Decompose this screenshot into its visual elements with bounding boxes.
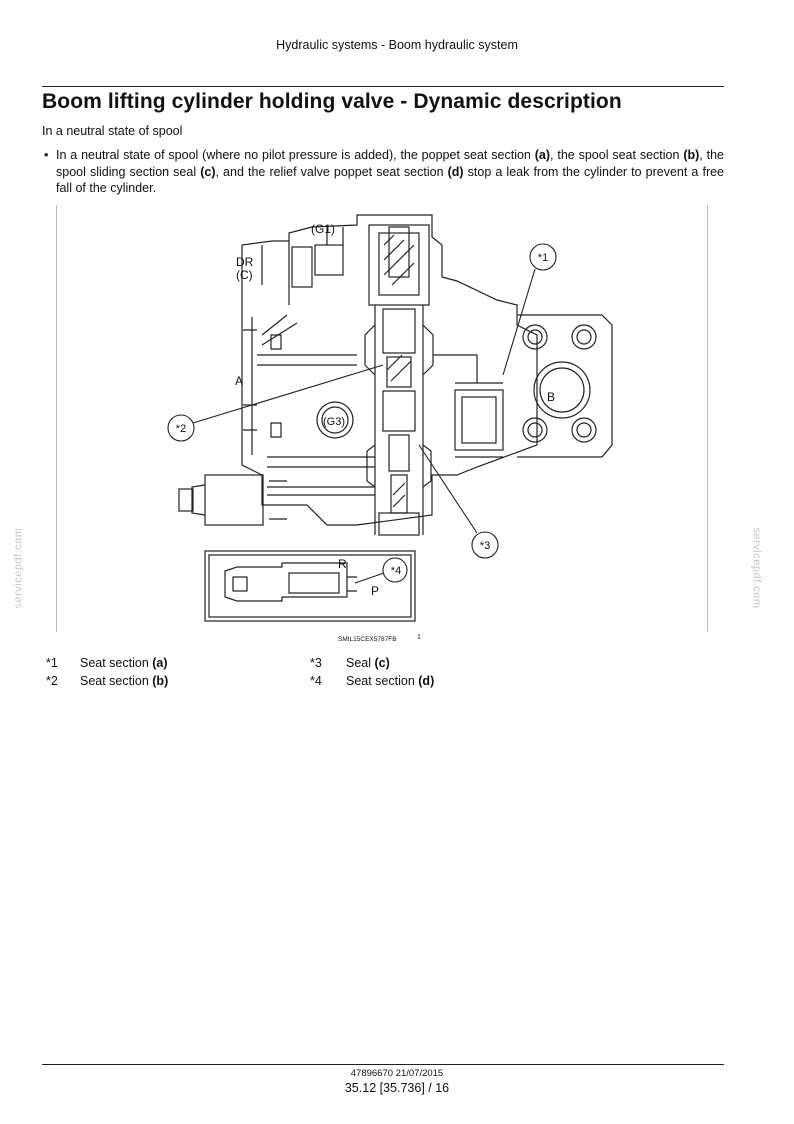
legend-ref: (b) (152, 674, 169, 688)
description-paragraph: In a neutral state of spool (where no pi… (56, 147, 724, 197)
legend-key-1: *1 (46, 656, 58, 670)
header-rule (42, 86, 724, 87)
legend-ref: (a) (152, 656, 168, 670)
running-header: Hydraulic systems - Boom hydraulic syste… (276, 38, 518, 52)
label-b: B (547, 390, 555, 404)
legend-text: Seat section (80, 674, 153, 688)
para-ref-b: (b) (683, 148, 700, 162)
legend-ref: (c) (374, 656, 390, 670)
para-text: In a neutral state of spool (where no pi… (56, 148, 535, 162)
label-g3: (G3) (323, 416, 345, 428)
legend-text: Seal (346, 656, 375, 670)
para-ref-c: (c) (200, 164, 216, 179)
valve-drawing: (G1) DR (C) A B (G3) R P *1 *2 *3 *4 (167, 214, 613, 622)
callout-4: *4 (391, 565, 401, 577)
legend-key-4: *4 (310, 674, 322, 688)
footer-page-number: 35.12 [35.736] / 16 (344, 1081, 450, 1095)
figure-number: 1 (417, 634, 421, 641)
callout-3-circle (471, 531, 499, 559)
label-dr: DR (236, 255, 254, 269)
figure-code: SMIL15CEX5787FB (338, 636, 397, 643)
footer-doc-id: 47896670 21/07/2015 (350, 1068, 444, 1079)
legend-item-3: Seal (c) (346, 656, 390, 670)
label-c: (C) (236, 268, 253, 282)
legend-item-2: Seat section (b) (80, 674, 168, 688)
legend-key-2: *2 (46, 674, 58, 688)
footer-rule (42, 1064, 724, 1065)
callout-2: *2 (176, 423, 186, 435)
callout-3: *3 (480, 540, 490, 552)
label-r: R (338, 557, 347, 571)
legend-key-3: *3 (310, 656, 322, 670)
subheading: In a neutral state of spool (42, 124, 183, 138)
watermark-right: servicepdf.com (750, 527, 763, 609)
para-text: stop a leak from the cylinder to prevent… (56, 164, 725, 196)
label-a: A (235, 374, 243, 388)
legend-ref: (d) (418, 674, 435, 688)
para-text: , the spool sliding section seal (56, 148, 724, 179)
bullet-marker: • (44, 148, 49, 162)
para-ref-a: (a) (534, 148, 551, 162)
watermark-left: servicepdf.com (12, 527, 25, 609)
callout-1: *1 (538, 252, 548, 264)
label-g1: (G1) (311, 222, 335, 236)
para-text: , and the relief valve poppet seat secti… (215, 164, 448, 179)
legend-text: Seat section (346, 674, 419, 688)
legend-text: Seat section (80, 656, 153, 670)
para-text: , the spool seat section (550, 148, 684, 162)
callout-1-circle (529, 243, 557, 271)
page-title: Boom lifting cylinder holding valve - Dy… (42, 90, 622, 113)
para-ref-d: (d) (447, 164, 464, 179)
callout-2-circle (167, 414, 195, 442)
legend-item-1: Seat section (a) (80, 656, 168, 670)
valve-diagram-figure: (G1) DR (C) A B (G3) R P *1 *2 *3 *4 (56, 205, 708, 632)
callout-4-circle (382, 557, 408, 583)
legend-item-4: Seat section (d) (346, 674, 434, 688)
label-p: P (371, 584, 379, 598)
